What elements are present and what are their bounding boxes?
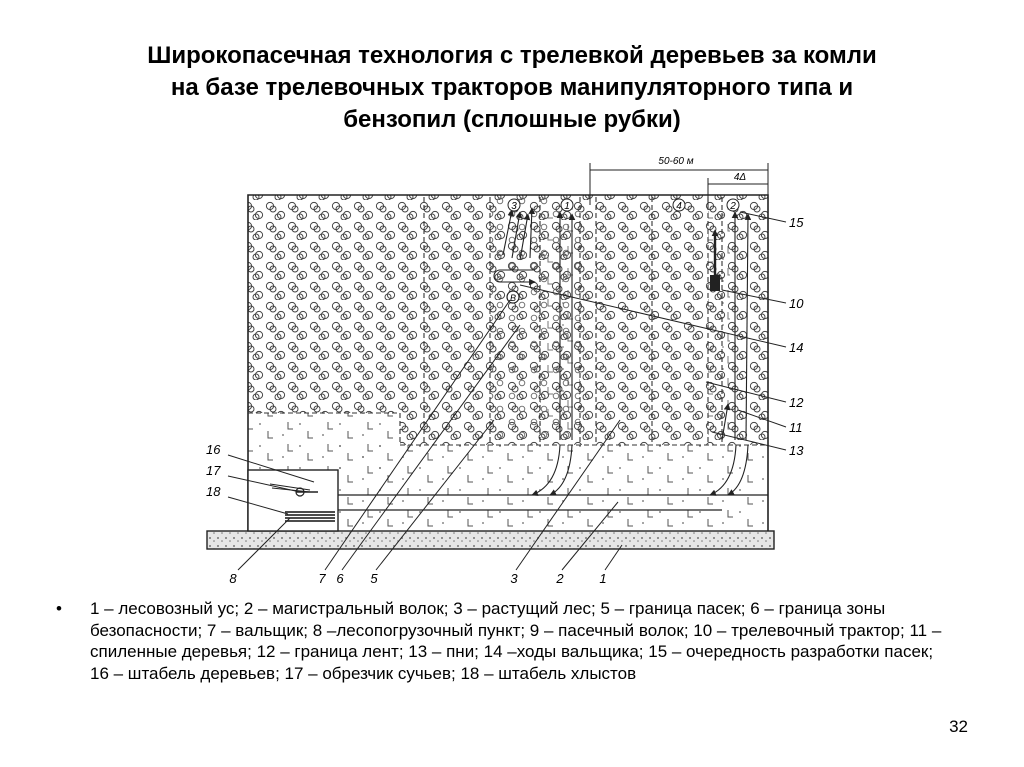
- svg-text:14: 14: [789, 340, 803, 355]
- felled-trees: [502, 207, 752, 441]
- loading-point: [247, 469, 339, 532]
- strip-order-numbers: 3 1 4 2: [507, 198, 740, 212]
- bottom-callout-leaders: [237, 299, 623, 571]
- svg-text:8: 8: [229, 571, 237, 586]
- legend-text: 1 – лесовозный ус; 2 – магистральный вол…: [90, 599, 942, 683]
- right-callout-labels: 15 10 14 12 11 13: [789, 215, 804, 458]
- dimension-label-delta: 4Δ: [734, 172, 747, 183]
- svg-text:1: 1: [599, 571, 606, 586]
- svg-text:3: 3: [510, 571, 518, 586]
- svg-text:18: 18: [206, 484, 221, 499]
- strip-skid-trails: [531, 444, 749, 496]
- strip-boundaries: [248, 197, 768, 446]
- svg-text:2: 2: [555, 571, 564, 586]
- feller-path: [493, 269, 535, 282]
- svg-text:16: 16: [206, 442, 221, 457]
- title-line-2: на базе трелевочных тракторов манипулято…: [170, 74, 854, 101]
- left-callout-labels: 16 17 18: [206, 442, 221, 499]
- svg-text:13: 13: [789, 443, 804, 458]
- skidding-tractor: [710, 235, 720, 291]
- svg-text:5: 5: [370, 571, 378, 586]
- bottom-callout-labels: 8 7 6 5 3 2 1: [229, 571, 606, 586]
- svg-text:2: 2: [729, 201, 736, 212]
- title-line-3: бензопил (сплошные рубки): [343, 106, 681, 133]
- width-dimension: [589, 163, 769, 205]
- svg-text:11: 11: [789, 420, 803, 435]
- svg-text:10: 10: [789, 296, 804, 311]
- svg-text:12: 12: [789, 395, 804, 410]
- title-line-1: Широкопасечная технология с трелевкой де…: [147, 42, 877, 69]
- logging-technology-diagram: B 50-60 м 4Δ 3 1 4 2 15 10: [206, 156, 804, 586]
- left-callout-leaders: [227, 454, 315, 515]
- svg-text:17: 17: [206, 463, 221, 478]
- svg-text:4: 4: [676, 201, 682, 212]
- legend: • 1 – лесовозный ус; 2 – магистральный в…: [56, 598, 956, 684]
- svg-text:3: 3: [511, 201, 517, 212]
- svg-text:15: 15: [789, 215, 804, 230]
- legend-bullet: •: [56, 599, 62, 618]
- slide-title: Широкопасечная технология с трелевкой де…: [40, 40, 984, 136]
- dimension-label-strip-width: 50-60 м: [658, 156, 693, 167]
- svg-text:1: 1: [564, 201, 570, 212]
- right-callout-leaders: [519, 211, 787, 451]
- cutting-area-boundary: [247, 194, 769, 531]
- page-number: 32: [949, 717, 968, 736]
- svg-text:B: B: [510, 293, 516, 303]
- svg-text:7: 7: [318, 571, 326, 586]
- logging-road: [206, 530, 775, 550]
- svg-text:6: 6: [336, 571, 344, 586]
